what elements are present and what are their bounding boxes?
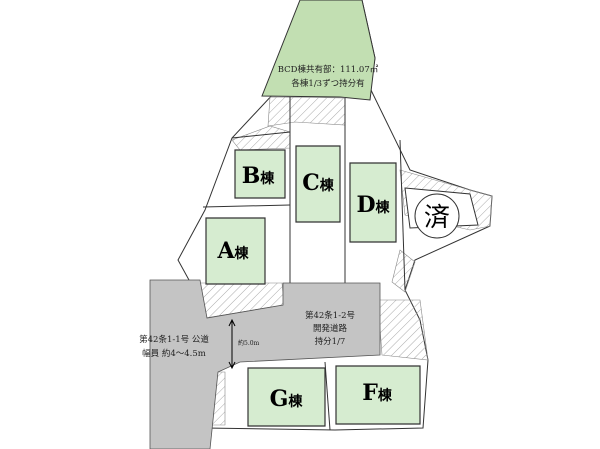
label-building-g: G棟 [270, 386, 304, 412]
road-width-arrow-top [228, 318, 236, 327]
shared-area-note-line1: BCD棟共有部：111.07㎡ [278, 64, 379, 75]
parcel-lines [202, 97, 406, 431]
private-road-line2: 開発道路 [313, 323, 348, 334]
sold-badge-circle [414, 193, 460, 239]
label-building-c: C棟 [302, 170, 335, 196]
label-building-f: F棟 [362, 380, 393, 406]
building-a [205, 217, 266, 285]
road-width-note: 約5.0m [238, 339, 260, 347]
road-width-arrow-bottom [228, 361, 236, 370]
public-road-line2: 幅員 約4～4.5m [142, 348, 206, 359]
shared-area-note-line2: 各棟1/3ずつ持分有 [291, 78, 364, 89]
building-c [295, 145, 341, 223]
road-area [149, 279, 381, 449]
label-building-d: D棟 [356, 192, 390, 218]
public-road-line1: 第42条1-1号 公道 [139, 334, 209, 345]
label-building-b: B棟 [242, 163, 276, 189]
label-building-a: A棟 [216, 238, 249, 264]
private-road-line1: 第42条1-2号 [305, 310, 355, 321]
building-f [335, 365, 421, 425]
sold-badge-text: 済 [424, 203, 450, 233]
building-b [234, 149, 286, 199]
private-road-line3: 持分1/7 [315, 336, 346, 347]
building-g [247, 367, 326, 427]
building-d [349, 162, 397, 243]
shared-area-bcd [261, 0, 376, 101]
